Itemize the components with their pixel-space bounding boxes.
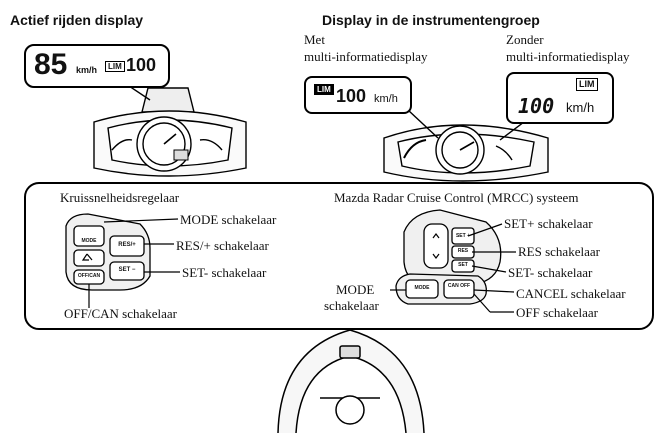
mrcc-btn-can-text: CAN OFF [447,283,471,289]
label-mode-switch-mrcc-2: schakelaar [324,298,379,313]
seg-speed-unit: km/h [566,100,595,115]
cruise-icon [81,253,93,261]
right-cluster-illustration [383,124,549,182]
heading-active-display: Actief rijden display [10,12,144,28]
label-without-mid-1: Zonder [506,32,544,47]
left-cluster-illustration [93,87,247,177]
hud-display-box: 85 km/h LIM 100 [24,44,170,88]
label-res-switch-mrcc: RES schakelaar [518,244,600,259]
hud-lim-badge: LIM [105,61,125,72]
segment-display-box: LIM 100 km/h [506,72,614,124]
label-with-mid-1: Met [304,32,325,47]
hud-speed-unit: km/h [76,65,98,75]
left-leader-lines [88,218,180,308]
hud-set-speed: 100 [126,55,157,75]
pad-btn-offcan-text: OFF/CAN [77,273,101,279]
pad-btn-res-text: RES/+ [118,242,136,248]
mrcc-btn-setplus-text: SET + [455,233,471,239]
mid-leader-line [407,109,439,139]
seg-lim-badge: LIM [576,78,598,91]
distance-arrows-icon [432,233,440,259]
label-mode-switch-mrcc-1: MODE [336,282,375,297]
label-off-switch: OFF schakelaar [516,305,598,320]
steering-wheel-illustration [277,329,425,433]
label-set-switch: SET- schakelaar [182,265,267,280]
label-offcan-switch: OFF/CAN schakelaar [64,306,178,321]
left-switch-pad [65,213,151,291]
hud-speed-value: 85 [34,48,68,81]
seg-speed-value: 100 [518,94,555,118]
label-mode-switch: MODE schakelaar [180,212,277,227]
mrcc-btn-res-text: RES [457,248,469,254]
mid-display-box: LIM 100 km/h [304,76,412,114]
mid-lim-badge: LIM [314,84,334,95]
mrcc-btn-set-text: SET [458,262,468,268]
mrcc-btn-mode-text: MODE [414,285,430,291]
label-set-minus-switch: SET- schakelaar [508,265,593,280]
label-set-plus-switch: SET+ schakelaar [504,216,593,231]
heading-cluster-display: Display in de instrumentengroep [322,12,540,28]
switch-panel-frame [24,182,654,330]
left-panel-title: Kruissnelheidsregelaar [60,190,180,205]
label-without-mid-2: multi-informatiedisplay [506,49,630,64]
pad-btn-mode-text: MODE [81,238,97,244]
right-panel-title: Mazda Radar Cruise Control (MRCC) systee… [334,190,579,205]
label-with-mid-2: multi-informatiedisplay [304,49,428,64]
right-leader-lines [390,223,516,313]
label-cancel-switch: CANCEL schakelaar [516,286,626,301]
label-res-switch: RES/+ schakelaar [176,238,269,253]
pad-btn-set-text: SET − [118,267,136,273]
mid-speed-value: 100 [336,86,367,106]
mid-speed-unit: km/h [374,93,398,105]
seg-leader-line [499,121,525,141]
